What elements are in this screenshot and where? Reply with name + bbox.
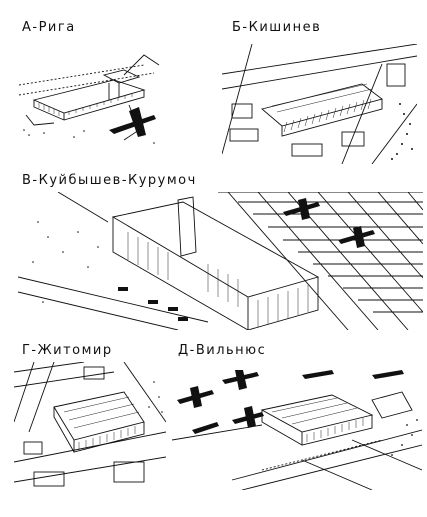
sketch-kishinev [222, 44, 417, 164]
panel-label-kuibyshev: В-Куйбышев-Курумоч [22, 173, 197, 188]
sketch-kuibyshev [18, 192, 423, 330]
sketch-vilnius [172, 370, 422, 490]
panel-label-kishinev: Б-Кишинев [232, 20, 322, 35]
panel-label-zhitomir: Г-Житомир [22, 343, 113, 358]
sketch-zhitomir [14, 362, 166, 500]
panel-label-vilnius: Д-Вильнюс [178, 343, 267, 358]
panel-label-riga: А-Рига [22, 20, 76, 35]
sketch-riga [14, 45, 174, 150]
